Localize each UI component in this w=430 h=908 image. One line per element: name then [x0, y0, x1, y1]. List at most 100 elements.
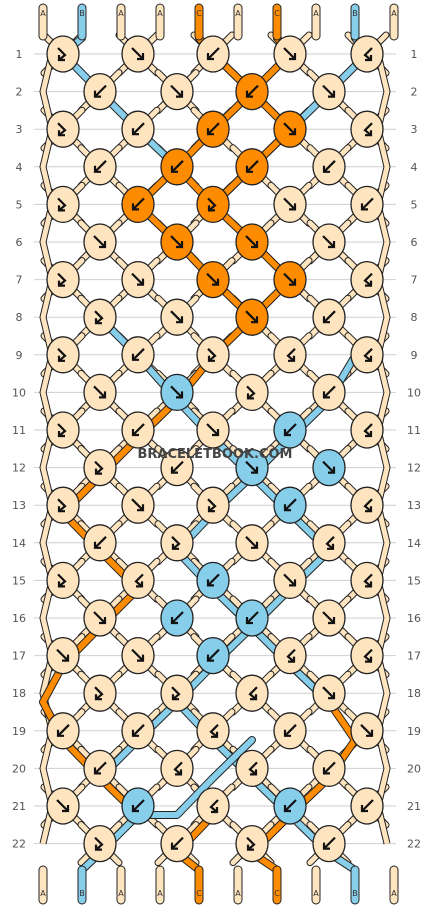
strand-label: C — [274, 9, 280, 18]
knot — [350, 486, 384, 524]
arrowhead-icon — [289, 579, 297, 587]
row-label-right: 7 — [411, 274, 418, 287]
arrowhead-icon — [62, 654, 70, 662]
arrow-backward-forward-icon — [363, 122, 373, 137]
arrowhead-icon — [328, 617, 336, 625]
arrowhead-icon — [57, 355, 65, 362]
arrowhead-icon — [245, 617, 253, 625]
knot — [312, 148, 346, 186]
row-label-left: 1 — [16, 48, 23, 61]
arrowhead-icon — [283, 429, 291, 437]
arrow-forward-icon — [131, 648, 144, 662]
knot — [350, 636, 384, 675]
strand-label: B — [79, 9, 85, 18]
arrowhead-icon — [94, 468, 102, 475]
arrow-backward-forward-icon — [363, 348, 373, 362]
arrowhead-icon — [171, 694, 179, 701]
arrowhead-icon — [327, 543, 335, 550]
knot — [160, 524, 194, 562]
arrowhead-icon — [131, 805, 139, 813]
arrowhead-icon — [94, 318, 102, 325]
arrow-forward-icon — [322, 235, 335, 248]
arrowhead-icon — [207, 355, 215, 362]
arrowhead-icon — [245, 90, 253, 98]
arrowhead-icon — [137, 504, 145, 512]
arrow-backward-icon — [57, 724, 70, 737]
arrowhead-icon — [288, 656, 296, 663]
knot — [350, 260, 384, 299]
arrowhead-icon — [365, 55, 373, 62]
knot — [312, 824, 346, 863]
row-label-right: 3 — [411, 123, 418, 136]
row-label-left: 18 — [12, 687, 26, 700]
knot — [160, 599, 194, 637]
knot — [121, 636, 155, 675]
arrow-backward-icon — [132, 197, 145, 211]
row-label-left: 16 — [12, 612, 26, 625]
arrow-backward-icon — [284, 498, 297, 511]
arrowhead-icon — [131, 729, 139, 737]
arrow-forward-backward-icon — [57, 348, 67, 362]
strand-label: A — [235, 889, 241, 898]
arrow-backward-forward-icon — [363, 498, 373, 513]
arrowhead-icon — [170, 617, 178, 625]
arrowhead-icon — [211, 731, 219, 738]
arrow-forward-backward-icon — [94, 836, 104, 851]
arrow-backward-forward-icon — [363, 573, 373, 588]
knot — [312, 223, 346, 261]
knot — [273, 185, 307, 224]
knot — [196, 110, 230, 148]
strand-label: A — [157, 9, 163, 18]
arrowhead-icon — [57, 280, 65, 287]
knot — [312, 72, 346, 111]
arrow-forward-backward-icon — [57, 272, 67, 287]
row-label-left: 13 — [12, 499, 26, 512]
knot — [235, 674, 269, 712]
row-label-right: 6 — [411, 236, 418, 249]
strand-label: A — [157, 889, 163, 898]
knot — [83, 373, 117, 412]
arrowhead-icon — [322, 316, 330, 324]
arrowhead-icon — [57, 581, 65, 588]
arrowhead-icon — [93, 767, 101, 775]
knot — [46, 110, 80, 148]
arrowhead-icon — [170, 165, 178, 173]
arrowhead-icon — [57, 130, 65, 137]
arrow-forward-backward-icon — [246, 385, 256, 400]
arrowhead-icon — [365, 130, 373, 137]
arrowhead-icon — [250, 769, 258, 776]
colored-thread-C — [174, 127, 293, 208]
row-label-right: 1 — [411, 48, 418, 61]
knot — [312, 749, 346, 788]
edge-thread-right — [375, 53, 390, 845]
knot — [46, 561, 80, 600]
arrowhead-icon — [170, 842, 178, 850]
arrowhead-icon — [99, 391, 107, 399]
arrow-backward-forward-icon — [134, 573, 144, 588]
arrowhead-icon — [131, 353, 139, 361]
arrowhead-icon — [137, 654, 145, 662]
arrowhead-icon — [176, 391, 184, 399]
row-label-right: 5 — [411, 198, 418, 211]
knot — [273, 486, 307, 524]
strand-label: A — [40, 889, 46, 898]
row-label-left: 12 — [12, 462, 26, 475]
arrow-forward-icon — [93, 235, 106, 248]
row-label-left: 7 — [16, 274, 23, 287]
arrowhead-icon — [211, 807, 219, 814]
arrowhead-icon — [289, 128, 297, 136]
knot — [83, 524, 117, 562]
row-label-right: 17 — [407, 650, 421, 663]
arrow-backward-icon — [171, 160, 184, 173]
knot — [196, 712, 230, 750]
arrowhead-icon — [212, 429, 220, 437]
arrowhead-icon — [365, 581, 373, 588]
knot — [312, 448, 346, 487]
arrow-backward-icon — [94, 536, 107, 549]
row-label-left: 6 — [16, 236, 23, 249]
arrowhead-icon — [365, 656, 373, 663]
knot — [235, 524, 269, 562]
